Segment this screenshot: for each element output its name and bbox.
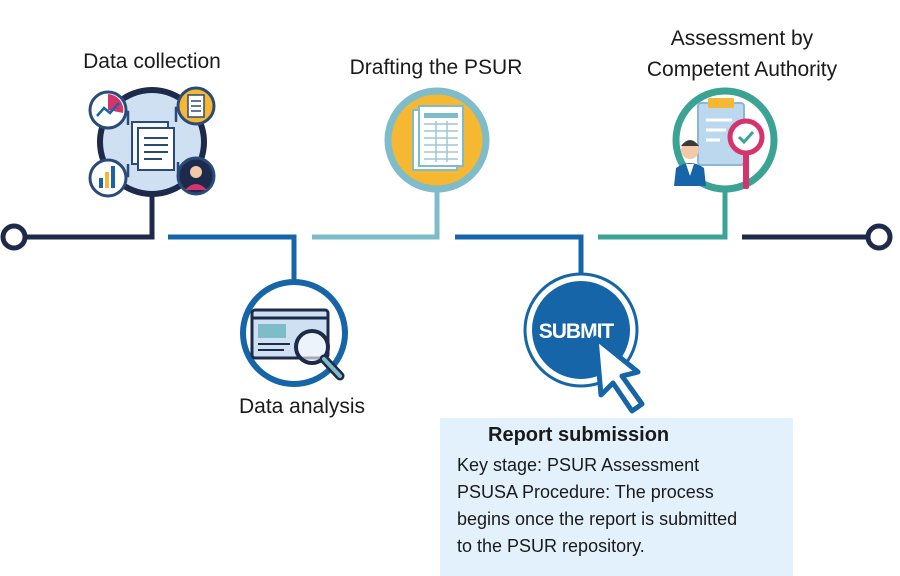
stage-label-data-analysis: Data analysis <box>238 395 366 418</box>
stage-label-drafting: Drafting the PSUR <box>349 56 523 79</box>
timeline-segment-4 <box>455 234 584 282</box>
form-document-icon <box>384 87 490 193</box>
documents-network-icon <box>88 86 216 198</box>
timeline-segment-1 <box>27 186 155 240</box>
info-box-line: to the PSUR repository. <box>457 536 645 556</box>
timeline-segment-2 <box>168 234 297 282</box>
stage-label-data-collection: Data collection <box>83 50 221 73</box>
cursor-arrow-icon <box>593 335 645 414</box>
stage-label-assessment-line2: Competent Authority <box>646 58 838 81</box>
clipboard-magnifier-icon <box>672 87 778 193</box>
timeline-segment-3 <box>312 187 440 240</box>
report-submission-box: Report submission Key stage: PSUR Assess… <box>440 418 793 576</box>
submit-badge: SUBMIT <box>523 272 645 414</box>
info-box-line: begins once the report is submitted <box>457 509 738 529</box>
timeline-end-node <box>865 223 893 251</box>
timeline-start-node <box>0 223 28 251</box>
submit-button-text: SUBMIT <box>539 320 615 343</box>
timeline-segment-5 <box>598 186 728 240</box>
timeline <box>27 186 866 282</box>
info-box-line: Key stage: PSUR Assessment <box>457 455 700 475</box>
stage-label-assessment-line1: Assessment by <box>670 27 814 50</box>
info-box-line: PSUSA Procedure: The process <box>457 482 714 502</box>
browser-magnifier-icon <box>240 279 348 387</box>
info-box-title: Report submission <box>488 424 670 446</box>
